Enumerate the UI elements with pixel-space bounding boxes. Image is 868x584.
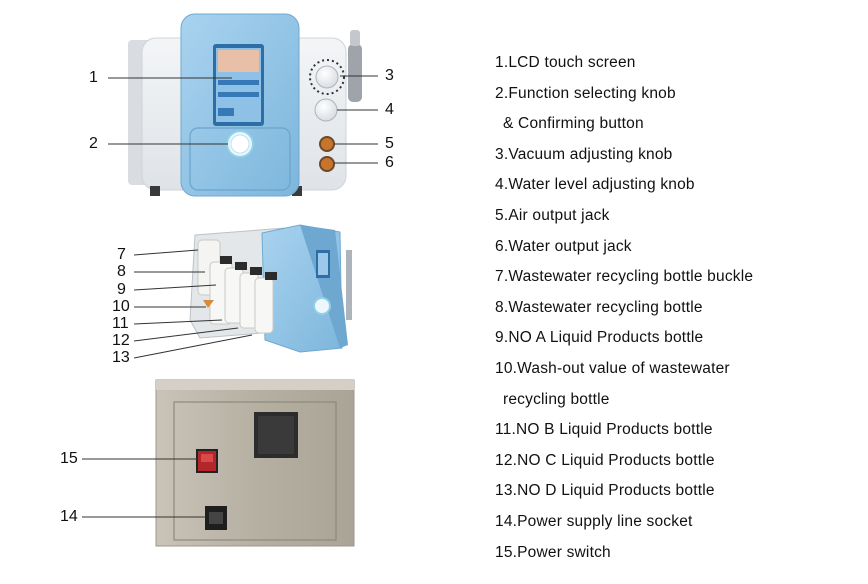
callout-7: 7 bbox=[117, 246, 126, 263]
callout-line-12 bbox=[133, 327, 239, 342]
callout-5: 5 bbox=[385, 135, 394, 152]
callout-9: 9 bbox=[117, 281, 126, 298]
callout-14: 14 bbox=[60, 508, 78, 525]
callout-line-13 bbox=[133, 334, 253, 359]
callout-4: 4 bbox=[385, 101, 394, 118]
callout-line-7 bbox=[133, 249, 199, 256]
callout-12: 12 bbox=[112, 332, 130, 349]
front-view-machine bbox=[128, 13, 362, 197]
callout-11: 11 bbox=[112, 315, 129, 332]
callout-10: 10 bbox=[112, 298, 130, 315]
legend-item-4: 4.Water level adjusting knob bbox=[495, 176, 695, 194]
legend-item-13: 13.NO D Liquid Products bottle bbox=[495, 482, 715, 500]
legend-item-2-continued: & Confirming button bbox=[503, 115, 644, 133]
legend-item-2: 2.Function selecting knob bbox=[495, 84, 676, 102]
back-view-machine bbox=[155, 379, 355, 547]
legend-item-3: 3.Vacuum adjusting knob bbox=[495, 145, 673, 163]
callout-6: 6 bbox=[385, 154, 394, 171]
legend-item-8: 8.Wastewater recycling bottle bbox=[495, 298, 703, 316]
legend-item-12: 12.NO C Liquid Products bottle bbox=[495, 451, 715, 469]
legend-item-10: 10.Wash-out value of wastewater bbox=[495, 359, 730, 377]
callout-8: 8 bbox=[117, 263, 126, 280]
callout-lines bbox=[82, 75, 378, 518]
legend-item-9: 9.NO A Liquid Products bottle bbox=[495, 329, 704, 347]
legend-item-7: 7.Wastewater recycling bottle buckle bbox=[495, 268, 754, 286]
callout-15: 15 bbox=[60, 450, 78, 467]
legend-item-11: 11.NO B Liquid Products bottle bbox=[495, 421, 713, 439]
legend-item-1: 1.LCD touch screen bbox=[495, 54, 636, 71]
callout-line-9 bbox=[133, 284, 217, 291]
legend-item-6: 6.Water output jack bbox=[495, 237, 632, 255]
legend-item-15: 15.Power switch bbox=[495, 543, 611, 561]
callout-2: 2 bbox=[89, 135, 98, 152]
parts-legend: 1.LCD touch screen 2.Function selecting … bbox=[495, 55, 840, 575]
angled-view-machine bbox=[189, 224, 352, 353]
callout-13: 13 bbox=[112, 349, 130, 366]
callout-1: 1 bbox=[89, 69, 98, 86]
legend-item-5: 5.Air output jack bbox=[495, 206, 610, 224]
legend-item-10-continued: recycling bottle bbox=[503, 390, 610, 408]
legend-item-14: 14.Power supply line socket bbox=[495, 512, 693, 530]
callout-3: 3 bbox=[385, 67, 394, 84]
callout-line-11 bbox=[133, 319, 223, 325]
